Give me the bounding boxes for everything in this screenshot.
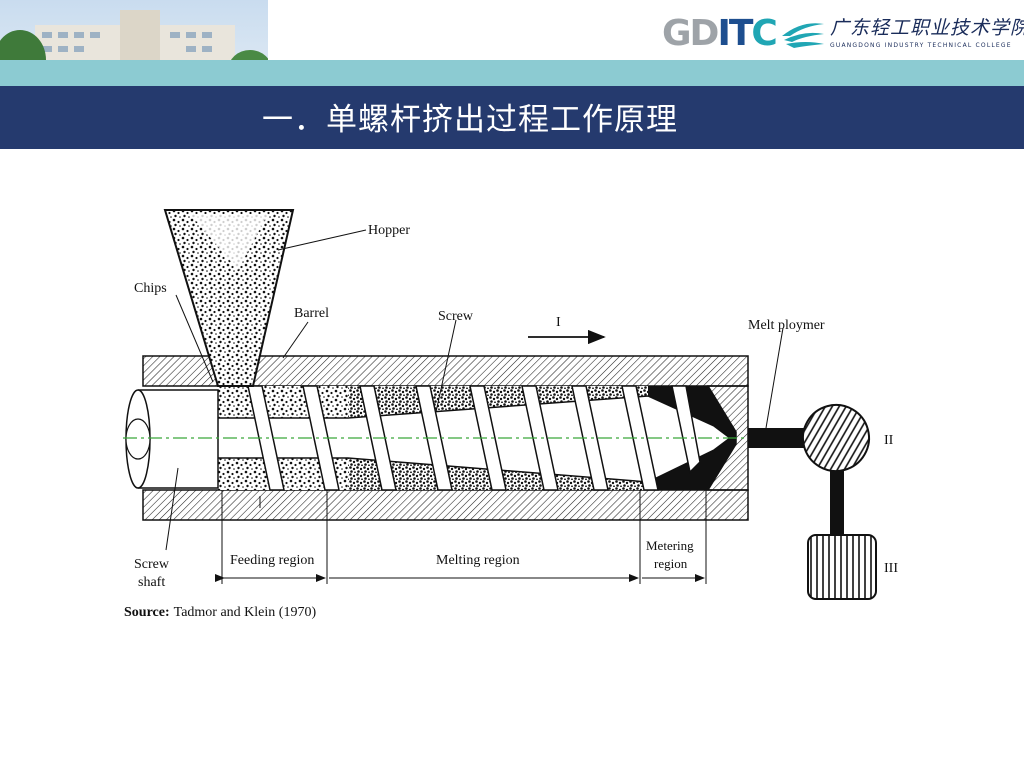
college-logo: GDITC 广东轻工职业技术学院 GUANGDONG INDUSTRY TECH… [662, 12, 1024, 56]
logo-wordmark: GDITC [662, 12, 778, 56]
logo-c: C [751, 13, 777, 54]
leader-lines [165, 229, 784, 551]
label-metering-1: Metering [646, 538, 694, 553]
logo-name-en: GUANGDONG INDUSTRY TECHNICAL COLLEGE [830, 42, 1012, 49]
pump-ii [802, 404, 870, 472]
logo-gd: GD [662, 13, 719, 54]
label-melting-region: Melting region [436, 553, 520, 568]
source-text: Tadmor and Klein (1970) [174, 605, 317, 620]
pump-shaft [830, 471, 844, 535]
logo-name-cn: 广东轻工职业技术学院 [830, 17, 1024, 39]
label-arrow-i: I [556, 315, 561, 330]
label-feeding-region: Feeding region [230, 553, 314, 568]
screw-shaft [125, 389, 219, 489]
motor-iii [807, 534, 877, 600]
hopper [163, 209, 295, 387]
label-ii: II [884, 433, 894, 448]
page-title: 一．单螺杆挤出过程工作原理 [262, 102, 678, 138]
logo-it: IT [717, 13, 753, 54]
source-caption: Source: Tadmor and Klein (1970) [124, 605, 316, 620]
label-screw: Screw [438, 309, 474, 324]
extruder-diagram: Hopper Chips Barrel Screw I Melt ploymer… [123, 209, 898, 620]
header-accent-band [0, 60, 1024, 86]
label-barrel: Barrel [294, 306, 329, 321]
label-metering-2: region [654, 556, 688, 571]
label-hopper: Hopper [368, 223, 410, 238]
region-markers [215, 490, 707, 584]
label-chips: Chips [134, 281, 167, 296]
title-band [0, 86, 1024, 149]
label-screw-shaft-1: Screw [134, 557, 170, 572]
label-iii: III [884, 561, 898, 576]
label-melt-polymer: Melt ploymer [748, 318, 825, 333]
source-label: Source: [124, 605, 170, 620]
die-outlet [748, 428, 806, 448]
screw-flights [247, 385, 701, 491]
logo-swoosh-icon [782, 23, 824, 48]
label-screw-shaft-2: shaft [138, 575, 165, 590]
